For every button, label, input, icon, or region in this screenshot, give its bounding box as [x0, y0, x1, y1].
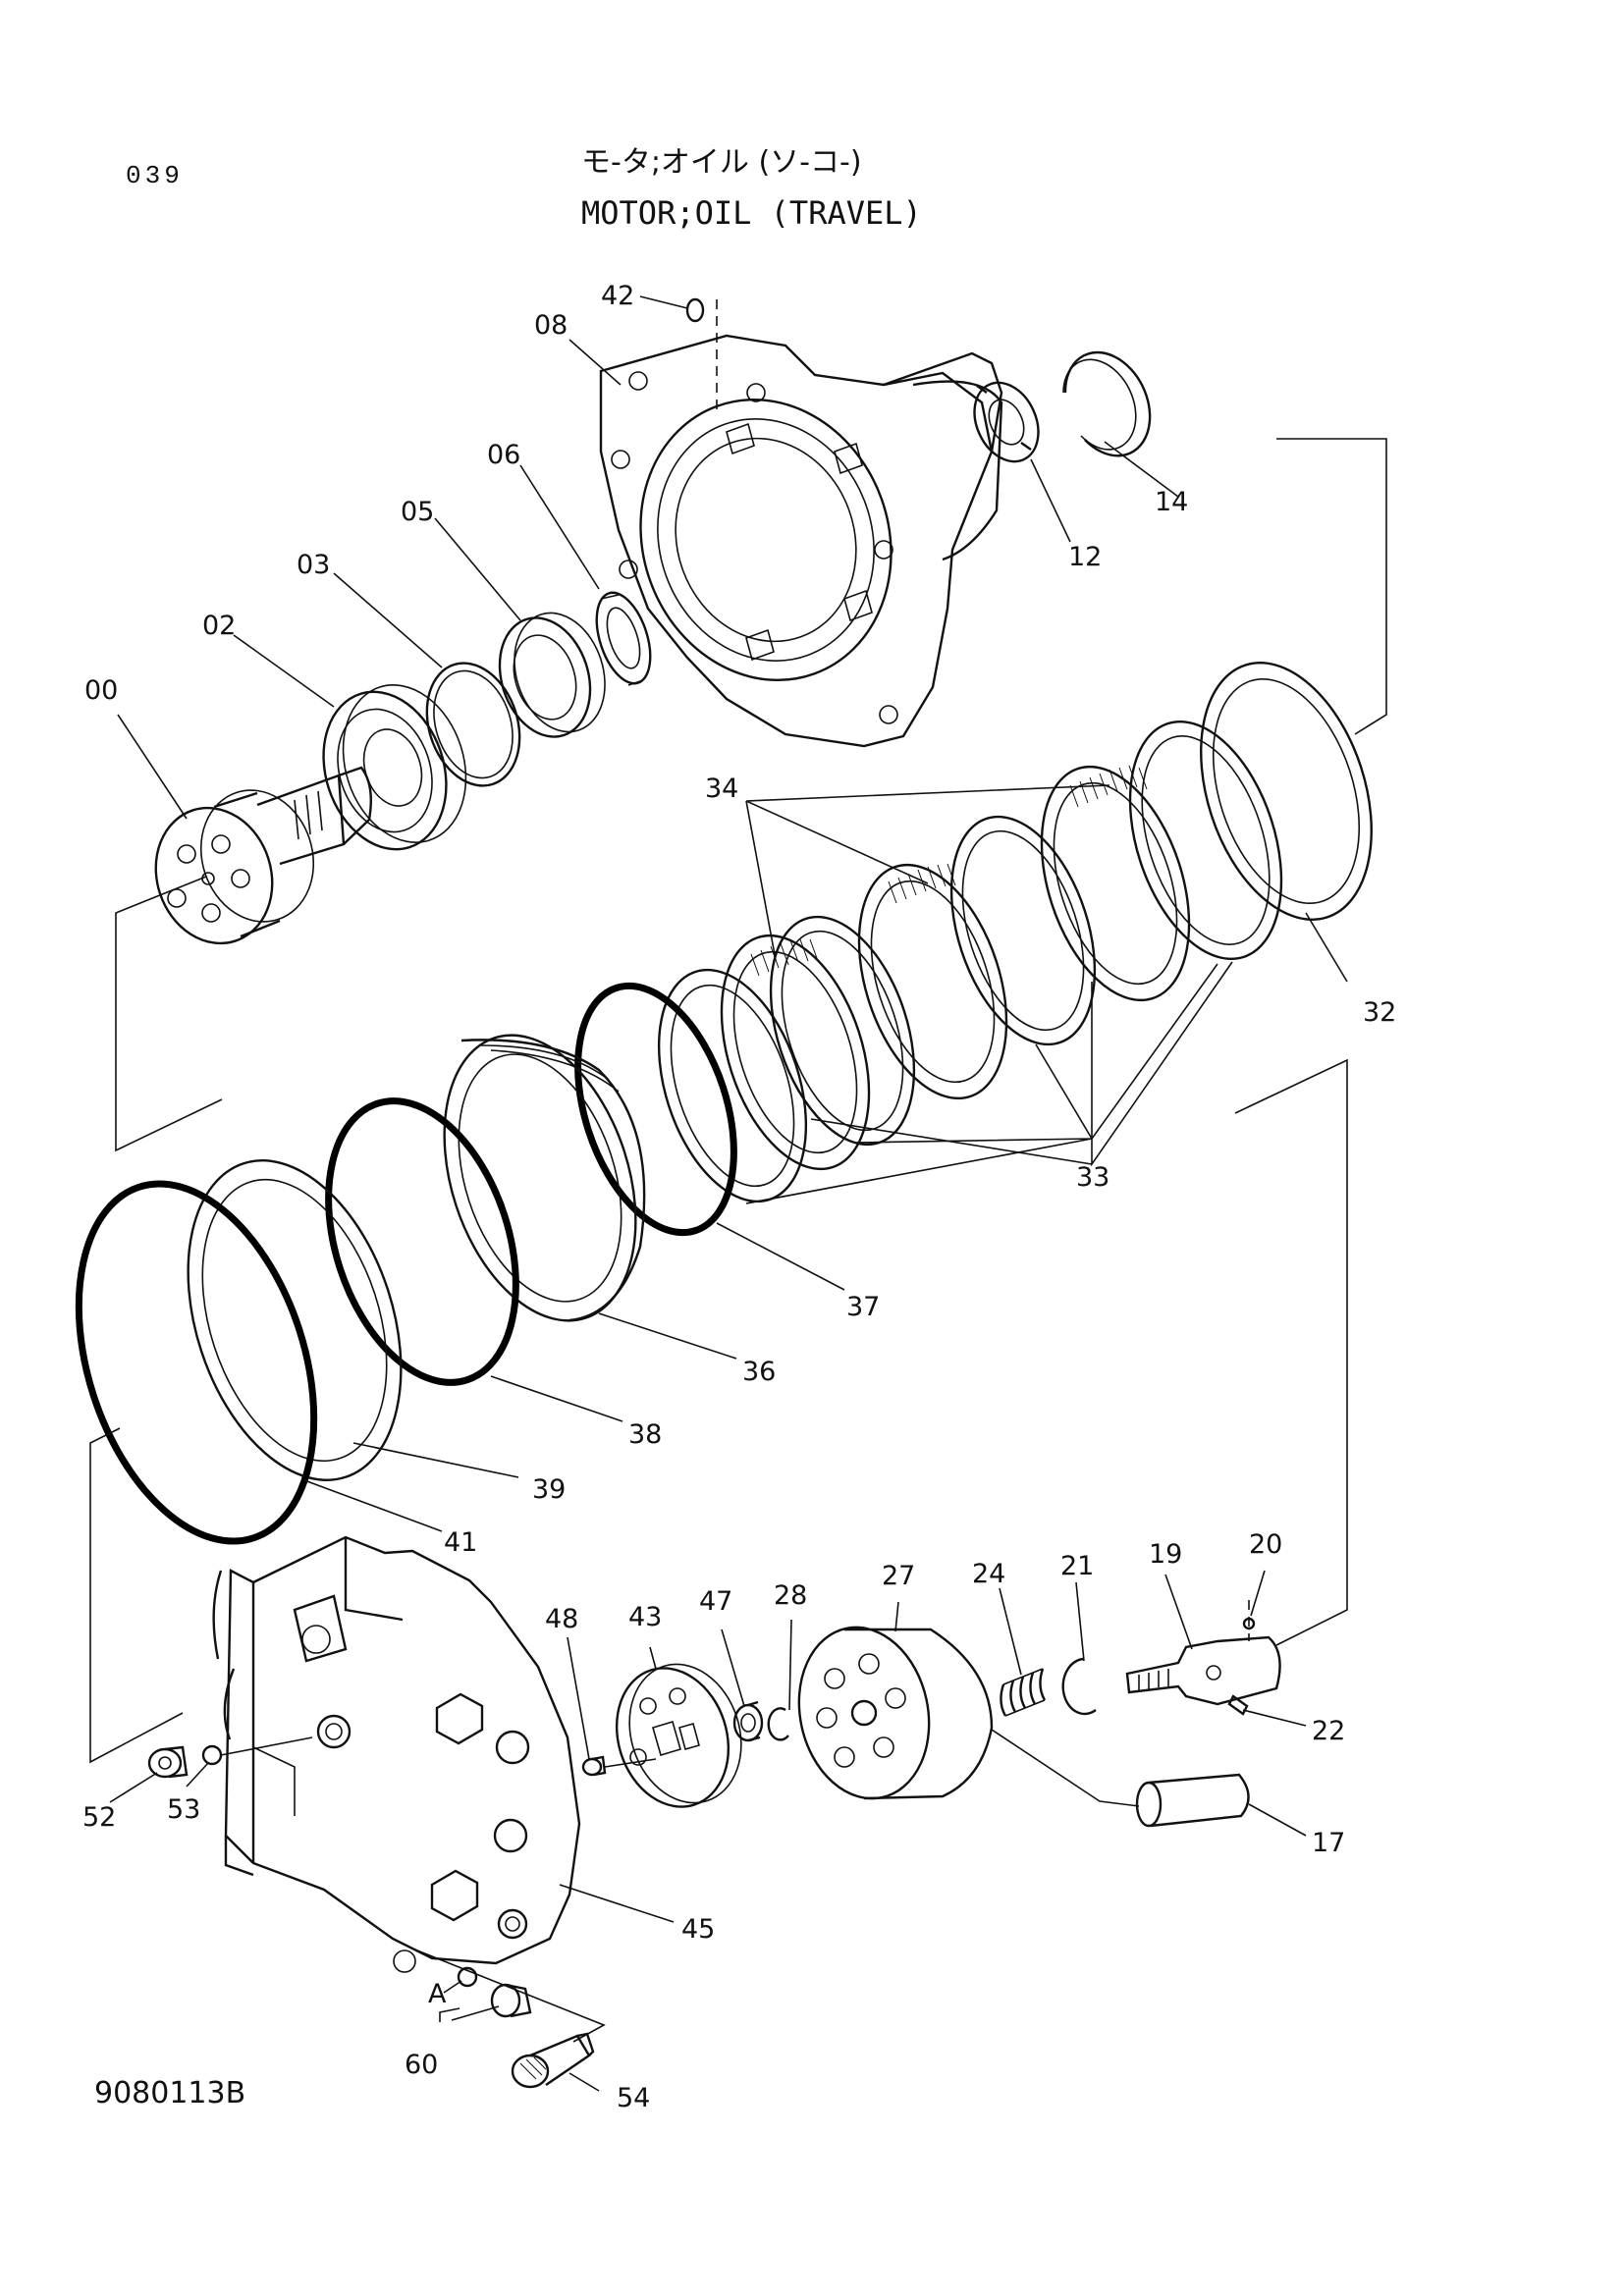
callout-39: 39	[532, 1474, 566, 1505]
part-38-ring[interactable]	[296, 1077, 550, 1407]
part-52-plug[interactable]	[147, 1745, 189, 1779]
part-22-pin[interactable]	[1227, 1694, 1249, 1716]
part-33-separator-plate[interactable]	[632, 702, 1310, 1220]
callout-24: 24	[972, 1559, 1005, 1589]
part-12-bearing[interactable]	[962, 372, 1051, 471]
callout-05: 05	[401, 497, 434, 527]
callout-54: 54	[617, 2083, 650, 2113]
callout-52: 52	[82, 1802, 116, 1833]
callout-37: 37	[846, 1292, 880, 1322]
page-number: 039	[126, 161, 184, 190]
part-17-pin[interactable]	[1135, 1773, 1250, 1828]
part-24-spring[interactable]	[1000, 1668, 1047, 1717]
callout-12: 12	[1068, 542, 1102, 572]
callout-42: 42	[601, 281, 634, 311]
callout-34: 34	[705, 774, 738, 804]
callout-08: 08	[534, 310, 568, 341]
callout-03: 03	[297, 550, 330, 580]
callout-60: 60	[405, 2050, 438, 2080]
callout-22: 22	[1312, 1716, 1345, 1746]
part-48-pin[interactable]	[581, 1755, 607, 1777]
leader-lines	[109, 295, 1348, 2092]
callout-02: 02	[202, 611, 236, 641]
part-47-bearing[interactable]	[732, 1700, 764, 1742]
callout-17: 17	[1312, 1828, 1345, 1858]
part-27-cylinder-block[interactable]	[784, 1615, 994, 1810]
callout-45: 45	[681, 1914, 715, 1945]
part-37-ring[interactable]	[549, 966, 762, 1253]
part-41-o-ring[interactable]	[36, 1153, 355, 1572]
part-43-valve-plate[interactable]	[599, 1650, 758, 1822]
part-19-rod[interactable]	[1125, 1635, 1281, 1706]
callout-38: 38	[628, 1419, 662, 1450]
part-28-pin[interactable]	[767, 1707, 789, 1741]
o-ring-a[interactable]	[457, 1966, 478, 1988]
callout-27: 27	[882, 1561, 915, 1591]
part-34-friction-plate[interactable]	[694, 748, 1216, 1188]
part-36-piston[interactable]	[410, 1011, 670, 1346]
callout-00: 00	[84, 675, 118, 706]
callout-47: 47	[699, 1586, 732, 1617]
part-14-snap-ring[interactable]	[1062, 350, 1152, 457]
part-54-screw[interactable]	[511, 2032, 595, 2089]
part-45-cover[interactable]	[212, 1535, 581, 1973]
drawing-code: 9080113B	[94, 2076, 246, 2110]
part-06-nut[interactable]	[586, 586, 660, 690]
callout-a: A	[428, 1979, 447, 2009]
callout-41: 41	[444, 1527, 477, 1558]
part-08-housing[interactable]	[599, 334, 1003, 748]
callout-48: 48	[545, 1604, 578, 1634]
callout-28: 28	[774, 1580, 807, 1611]
part-00-shaft[interactable]	[138, 766, 372, 958]
callout-19: 19	[1149, 1539, 1182, 1570]
callout-36: 36	[742, 1357, 776, 1387]
callout-32: 32	[1363, 997, 1396, 1028]
callout-43: 43	[628, 1602, 662, 1632]
callout-21: 21	[1060, 1551, 1094, 1581]
part-03-ring[interactable]	[411, 651, 534, 798]
callout-14: 14	[1155, 487, 1188, 517]
part-32-plate[interactable]	[1170, 641, 1402, 941]
callout-33: 33	[1076, 1162, 1109, 1193]
title-english: MOTOR;OIL (TRAVEL)	[581, 194, 922, 232]
callout-53: 53	[167, 1794, 200, 1825]
part-05-bearing[interactable]	[485, 601, 620, 748]
title-japanese: モ-タ;オイル (ソ-コ-)	[581, 145, 862, 180]
part-39-plate[interactable]	[150, 1133, 439, 1507]
part-60-plug[interactable]	[490, 1983, 532, 2018]
part-53-o-ring[interactable]	[201, 1744, 223, 1766]
callout-20: 20	[1249, 1529, 1282, 1560]
part-42-o-ring[interactable]	[685, 297, 705, 323]
callout-06: 06	[487, 440, 520, 470]
part-21-snap-ring[interactable]	[1061, 1657, 1097, 1716]
